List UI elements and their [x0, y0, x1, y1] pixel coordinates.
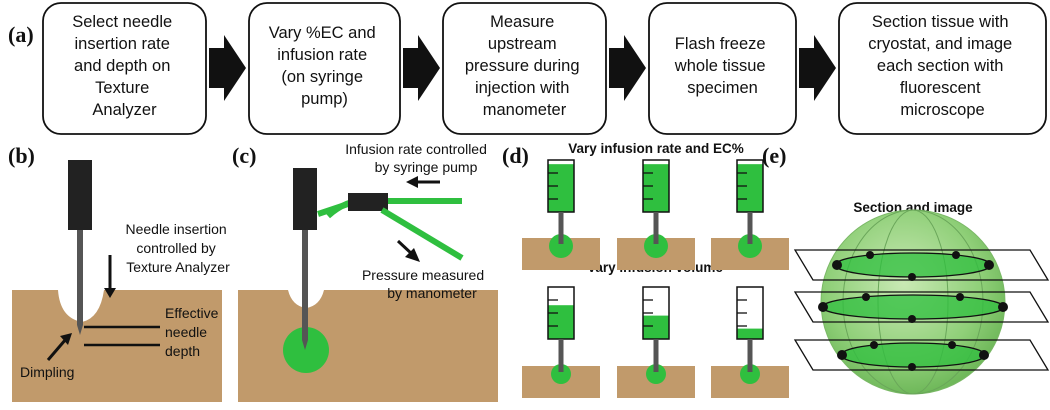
pressure-arrowhead	[405, 248, 420, 262]
section-plane-bottom	[793, 339, 1050, 371]
tube-segment	[317, 201, 349, 217]
bolus-rate-1	[549, 234, 573, 258]
panel-e-illustration	[793, 209, 1050, 395]
panel-c-illustration: Infusion rate controlled by syringe pump…	[238, 141, 498, 402]
needle-insertion-label: Needle insertion controlled by Texture A…	[125, 221, 230, 275]
infusion-bolus	[283, 327, 329, 373]
arrow-1-2	[209, 35, 246, 101]
syringe-fill-volume-1	[548, 305, 574, 339]
syringe-fill-volume-3	[737, 328, 763, 339]
arrow-4-5	[799, 35, 836, 101]
syringe-fill-rate-2	[643, 164, 669, 212]
syringe-needle-volume-1	[558, 339, 564, 372]
step-2-text: Vary %EC and infusion rate (on syringe p…	[269, 24, 381, 108]
pressure-label: Pressure measured by manometer	[362, 267, 488, 301]
bolus-volume-1	[551, 364, 571, 384]
syringe-needle-rate-2	[653, 212, 659, 244]
syringe-needle-volume-2	[653, 339, 659, 372]
dimpling-label: Dimpling	[20, 364, 74, 380]
step-box-4: Flash freeze whole tissue specimen	[648, 2, 797, 135]
syringe-fill-volume-2	[643, 315, 669, 339]
needle	[77, 230, 83, 335]
step-box-3: Measure upstream pressure during injecti…	[442, 2, 607, 135]
infusion-rate-label: Infusion rate controlled by syringe pump	[345, 141, 491, 175]
effective-depth-label: Effective needle depth	[165, 305, 222, 359]
step-box-2: Vary %EC and infusion rate (on syringe p…	[248, 2, 401, 135]
section-image-title: Section and image	[853, 200, 973, 215]
syringe-grid	[522, 159, 789, 398]
step-box-1: Select needle insertion rate and depth o…	[42, 2, 207, 135]
infusion-arrowhead	[406, 176, 418, 188]
tube-connector	[348, 193, 388, 211]
bolus-volume-2	[646, 364, 666, 384]
panel-label-c: (c)	[232, 143, 256, 168]
arrow-3-4	[609, 35, 646, 101]
syringe-fill-rate-1	[548, 164, 574, 212]
needle-holder	[68, 160, 92, 230]
step-5-text: Section tissue with cryostat, and image …	[868, 13, 1017, 119]
panel-label-e: (e)	[762, 143, 786, 168]
syringe-needle-rate-3	[747, 212, 753, 244]
step-box-5: Section tissue with cryostat, and image …	[838, 2, 1047, 135]
needle-holder-c	[293, 168, 317, 230]
panel-label-d: (d)	[502, 143, 529, 168]
step-3-text: Measure upstream pressure during injecti…	[465, 13, 584, 119]
step-4-text: Flash freeze whole tissue specimen	[674, 35, 770, 97]
section-markers	[818, 251, 1008, 371]
tissue-block-c	[238, 290, 498, 402]
section-plane-middle	[793, 291, 1050, 323]
panel-label-a: (a)	[8, 22, 34, 47]
arrow-2-3	[403, 35, 440, 101]
section-plane-top	[793, 249, 1050, 281]
step-1-text: Select needle insertion rate and depth o…	[72, 13, 177, 119]
bolus-rate-2	[644, 234, 668, 258]
needle-c	[302, 230, 308, 350]
dimpling-arrowhead	[60, 333, 72, 345]
dimpling-arrow	[46, 338, 68, 361]
bolus-rate-3	[738, 234, 762, 258]
vary-rate-title: Vary infusion rate and EC%	[568, 141, 744, 156]
syringe-needle-rate-1	[558, 212, 564, 244]
panel-b-illustration: Needle insertion controlled by Texture A…	[12, 160, 230, 402]
syringe-needle-volume-3	[747, 339, 753, 372]
bolus-volume-3	[740, 364, 760, 384]
panel-label-b: (b)	[8, 143, 35, 168]
insertion-arrowhead	[104, 288, 116, 298]
manometer-line	[380, 207, 464, 261]
syringe-fill-rate-3	[737, 164, 763, 212]
